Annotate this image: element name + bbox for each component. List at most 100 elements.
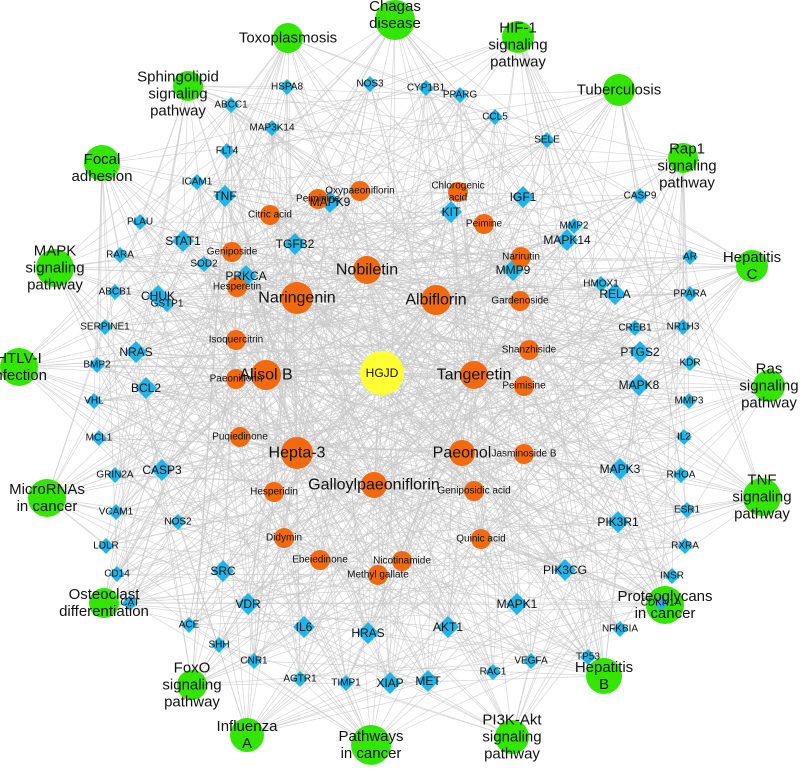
pathway-node-pi3k-akt-signaling-pathway: [495, 720, 529, 754]
pathway-node-sphingolipid-signaling-pathway: [173, 71, 203, 101]
target-label: CNR1: [240, 656, 268, 667]
edge: [18, 366, 589, 658]
edge: [166, 37, 289, 305]
target-label: INSR: [660, 571, 684, 582]
compound-label: Peimine: [466, 219, 503, 230]
edge: [182, 240, 605, 677]
edge: [161, 36, 519, 471]
target-node-esr1: [679, 502, 695, 518]
edge: [389, 19, 396, 684]
target-node-hmox1: [593, 276, 609, 292]
target-node-kdr: [682, 355, 698, 371]
edge: [638, 265, 753, 386]
pathway-node-influenza-a: [230, 718, 264, 752]
edge: [246, 602, 662, 736]
target-label: NOS3: [356, 79, 384, 90]
edge: [345, 496, 763, 684]
target-node-ptgs2: [629, 341, 651, 363]
edge: [114, 265, 753, 293]
edge: [394, 19, 514, 271]
edge: [119, 254, 372, 746]
pathway-node-foxo-signaling-pathway: [177, 670, 207, 700]
edge: [104, 85, 189, 328]
target-label: BMP2: [83, 360, 111, 371]
network-edges: [18, 19, 770, 746]
edge: [218, 89, 620, 646]
edge: [18, 362, 691, 368]
target-node-mapk1: [506, 593, 528, 615]
target-node-akt1: [437, 616, 459, 638]
edge: [286, 19, 396, 88]
target-node-flt4: [219, 143, 235, 159]
edge: [224, 195, 763, 498]
target-node-ar: [682, 249, 698, 265]
compound-label: Jasminoside B: [491, 449, 556, 460]
pathway-label: pathway: [164, 694, 220, 711]
network-nodes: [0, 0, 785, 765]
target-label: MAP3K14: [249, 123, 294, 134]
edge: [530, 89, 620, 662]
target-node-rhoa: [673, 467, 689, 483]
target-node-nr1h3: [675, 319, 691, 335]
edge: [370, 671, 494, 746]
edge: [54, 150, 228, 269]
target-node-vdr: [237, 593, 259, 615]
edge: [116, 37, 289, 575]
edge: [187, 85, 548, 141]
edge: [492, 385, 770, 673]
pathway-label: pathway: [484, 746, 540, 763]
target-label: CREB1: [618, 323, 652, 334]
edge: [187, 85, 391, 684]
edge: [273, 326, 684, 493]
edge: [246, 239, 568, 736]
edge: [135, 351, 513, 738]
target-label: CASP9: [624, 191, 657, 202]
target-node-cat: [122, 595, 138, 611]
edge: [480, 509, 688, 540]
edge: [394, 19, 640, 386]
pathway-label: Hepatitis: [575, 659, 633, 676]
edge: [517, 36, 684, 328]
compound-label: Gardenoside: [491, 296, 549, 307]
pathway-node-hepatitis-c: [736, 250, 768, 282]
pathway-label: FoxO: [174, 660, 211, 677]
compound-node-geniposidic-acid: [464, 481, 484, 501]
edge: [105, 452, 298, 547]
pathway-label: differentiation: [59, 603, 149, 620]
compound-label: Geniposide: [207, 247, 258, 258]
pathway-label: HTLV-I: [0, 350, 42, 367]
target-label: RAC1: [480, 667, 507, 678]
edge: [96, 37, 289, 366]
pathway-label: Sphingolipid: [137, 69, 219, 86]
pathway-node-hepatitis-b: [586, 658, 622, 694]
pathway-node-micrornas-in-cancer: [28, 479, 66, 517]
compound-node-oxypaeoniflorin: [350, 181, 370, 201]
edge: [105, 545, 605, 677]
edge: [230, 104, 361, 192]
pathway-label: Focal: [84, 151, 121, 168]
edge: [370, 628, 621, 746]
edge: [287, 37, 621, 470]
edge: [273, 436, 685, 493]
edge: [203, 37, 289, 265]
target-node-stat1: [172, 230, 194, 252]
target-node-ace: [181, 617, 197, 633]
edge: [187, 85, 575, 227]
edge: [447, 36, 519, 628]
edge: [157, 36, 519, 297]
edge: [427, 36, 519, 682]
edge: [373, 484, 673, 577]
edge: [129, 37, 289, 604]
edge: [461, 452, 688, 511]
target-label: XIAP: [376, 676, 403, 690]
target-label: MET: [415, 674, 441, 688]
edge: [246, 575, 673, 736]
edge: [619, 385, 770, 470]
target-label: LDLR: [93, 541, 119, 552]
edge: [177, 521, 379, 576]
edge: [373, 211, 452, 486]
target-node-rela: [604, 283, 626, 305]
edge: [54, 267, 249, 605]
edge: [587, 157, 684, 658]
compound-label: Tangeretin: [437, 367, 512, 384]
